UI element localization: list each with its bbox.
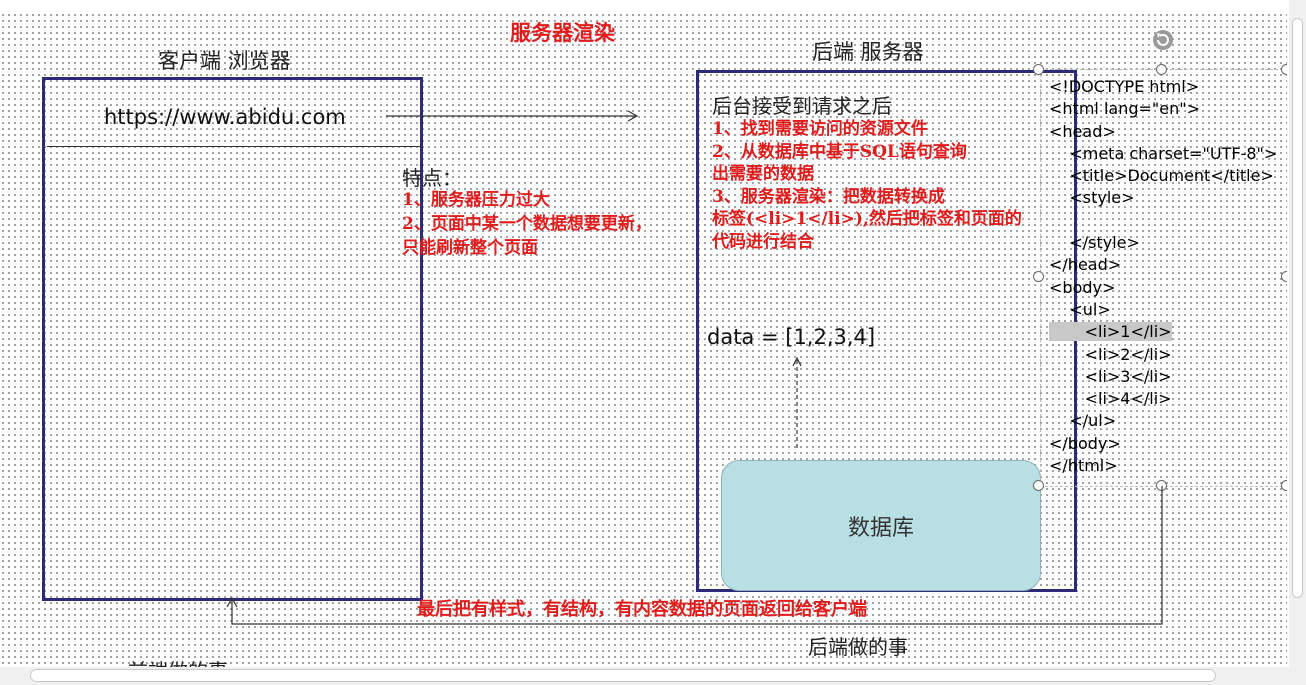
features-list: 1、服务器压力过大 2、页面中某一个数据想要更新， 只能刷新整个页面 [402,188,652,260]
server-step: 2、从数据库中基于SQL语句查询 [712,141,967,162]
code-line: <li>4</li> [1049,389,1172,409]
code-line: <html lang="en"> [1049,99,1200,119]
html-code-block: <!DOCTYPE html> <html lang="en"> <head> … [1049,76,1277,477]
highlighted-code: <li>1</li> [1049,322,1172,342]
code-line: <body> [1049,277,1116,297]
code-line [1049,210,1277,232]
resize-handle[interactable] [1033,64,1044,75]
slide-title: 服务器渲染 [510,20,615,45]
resize-handle[interactable] [1033,271,1044,282]
code-line: </ul> [1049,411,1117,431]
server-step: 标签(<li>1</li>),然后把标签和页面的 [712,209,1022,229]
slide-canvas: 服务器渲染 客户端 浏览器 https://www.abidu.com 特点： … [0,12,1287,667]
rotate-handle-icon[interactable] [1151,28,1175,52]
code-line: </body> [1049,433,1121,453]
code-line-highlighted: <li>1</li> [1049,321,1277,343]
server-steps: 1、找到需要访问的资源文件 2、从数据库中基于SQL语句查询 出需要的数据 3、… [712,118,1022,253]
code-line: </style> [1049,233,1140,253]
resize-handle[interactable] [1033,480,1044,491]
server-heading: 后台接受到请求之后 [712,94,892,118]
server-step: 出需要的数据 [712,164,814,184]
request-arrow [386,110,639,122]
return-caption: 最后把有样式，有结构，有内容数据的页面返回给客户端 [417,599,867,620]
vertical-scrollbar-thumb[interactable] [1292,18,1303,598]
backend-caption: 后端做的事 [808,635,908,659]
server-step: 3、服务器渲染：把数据转换成 [712,186,945,207]
horizontal-scrollbar-thumb[interactable] [30,669,1216,682]
database-label: 数据库 [847,515,914,541]
feature-item: 1、服务器压力过大 [402,190,550,210]
code-line: <li>3</li> [1049,366,1172,386]
vertical-scrollbar[interactable] [1289,0,1306,685]
resize-handle[interactable] [1156,64,1167,75]
response-arrow [226,486,1163,625]
resize-handle[interactable] [1281,64,1287,75]
address-bar-divider [47,146,420,147]
resize-handle[interactable] [1281,480,1287,491]
query-arrow [792,356,802,448]
code-line: <!DOCTYPE html> [1049,77,1200,96]
features-heading: 特点： [402,166,462,190]
code-line: <ul> [1049,299,1111,319]
code-line: <head> [1049,121,1116,141]
client-label: 客户端 浏览器 [158,49,291,73]
data-array-text: data = [1,2,3,4] [707,325,876,349]
code-line: <li>2</li> [1049,344,1172,364]
client-url: https://www.abidu.com [104,105,346,129]
code-line: </html> [1049,456,1118,476]
code-line: <title>Document</title> [1049,166,1274,186]
feature-item: 只能刷新整个页面 [402,238,538,258]
feature-item: 2、页面中某一个数据想要更新， [402,214,652,234]
server-step: 代码进行结合 [712,231,814,252]
code-line: </head> [1049,255,1122,275]
server-label: 后端 服务器 [812,40,924,64]
resize-handle[interactable] [1281,271,1287,282]
frontend-caption: 前端做的事 [128,655,228,667]
code-line: <style> [1049,188,1135,208]
server-step: 1、找到需要访问的资源文件 [712,119,928,139]
database-shape[interactable]: 数据库 [721,460,1041,591]
code-line: <meta charset="UTF-8"> [1049,143,1278,163]
horizontal-scrollbar[interactable] [0,667,1289,685]
